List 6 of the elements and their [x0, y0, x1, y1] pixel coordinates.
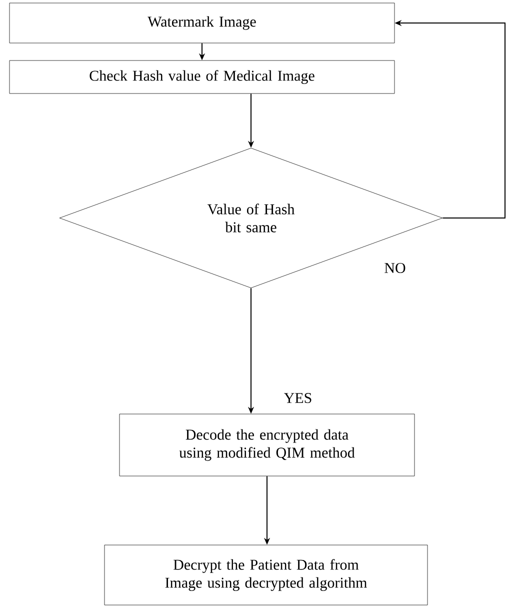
process-box: Decrypt the Patient Data from Image using decrypted algorithm	[104, 544, 428, 606]
edge-label: YES	[282, 392, 314, 404]
process-box: Decode the encrypted data using modified QIM method	[119, 414, 415, 476]
edge-label: NO	[383, 262, 407, 274]
process-box: Check Hash value of Medical Image	[9, 60, 395, 94]
process-box: Watermark Image	[9, 2, 395, 44]
